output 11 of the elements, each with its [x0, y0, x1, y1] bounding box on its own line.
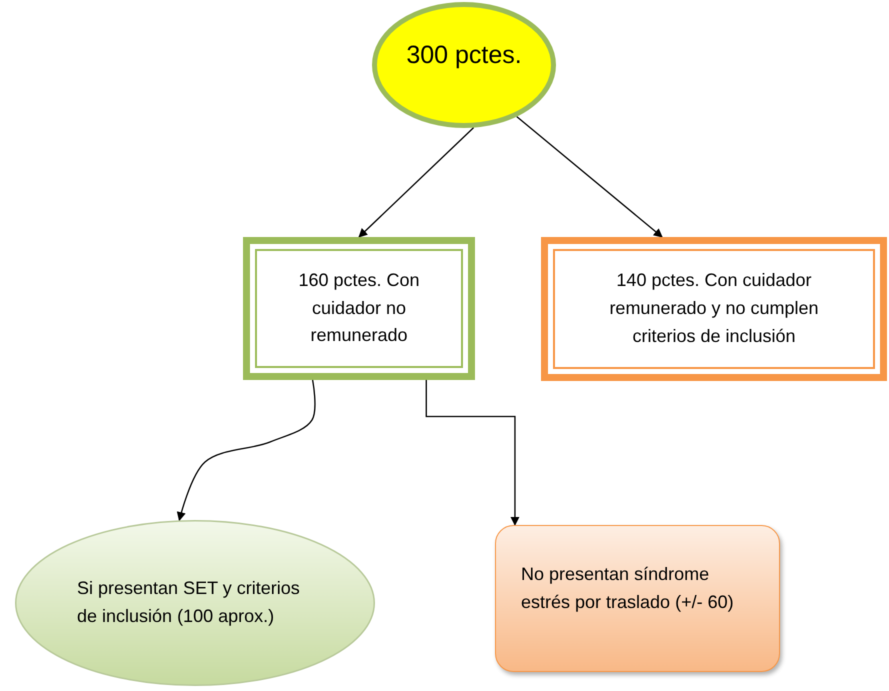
arrow: [426, 380, 520, 526]
process-box: [541, 237, 887, 381]
arrow: [516, 116, 663, 238]
process-box: [243, 237, 475, 380]
node-text: 300 pctes.: [406, 40, 522, 71]
node-text: 140 pctes. Con cuidador remunerado y no cumplen criterios de inclusión: [608, 269, 820, 348]
node-text: Si presentan SET y criterios de inclusión (100 aprox.): [77, 577, 301, 628]
arrow: [358, 127, 474, 238]
arrow: [176, 380, 316, 522]
node-text: No presentan síndrome estrés por traslado (+/- 60): [521, 562, 735, 614]
node-text: 160 pctes. Con cuidador no remunerado: [297, 268, 421, 348]
